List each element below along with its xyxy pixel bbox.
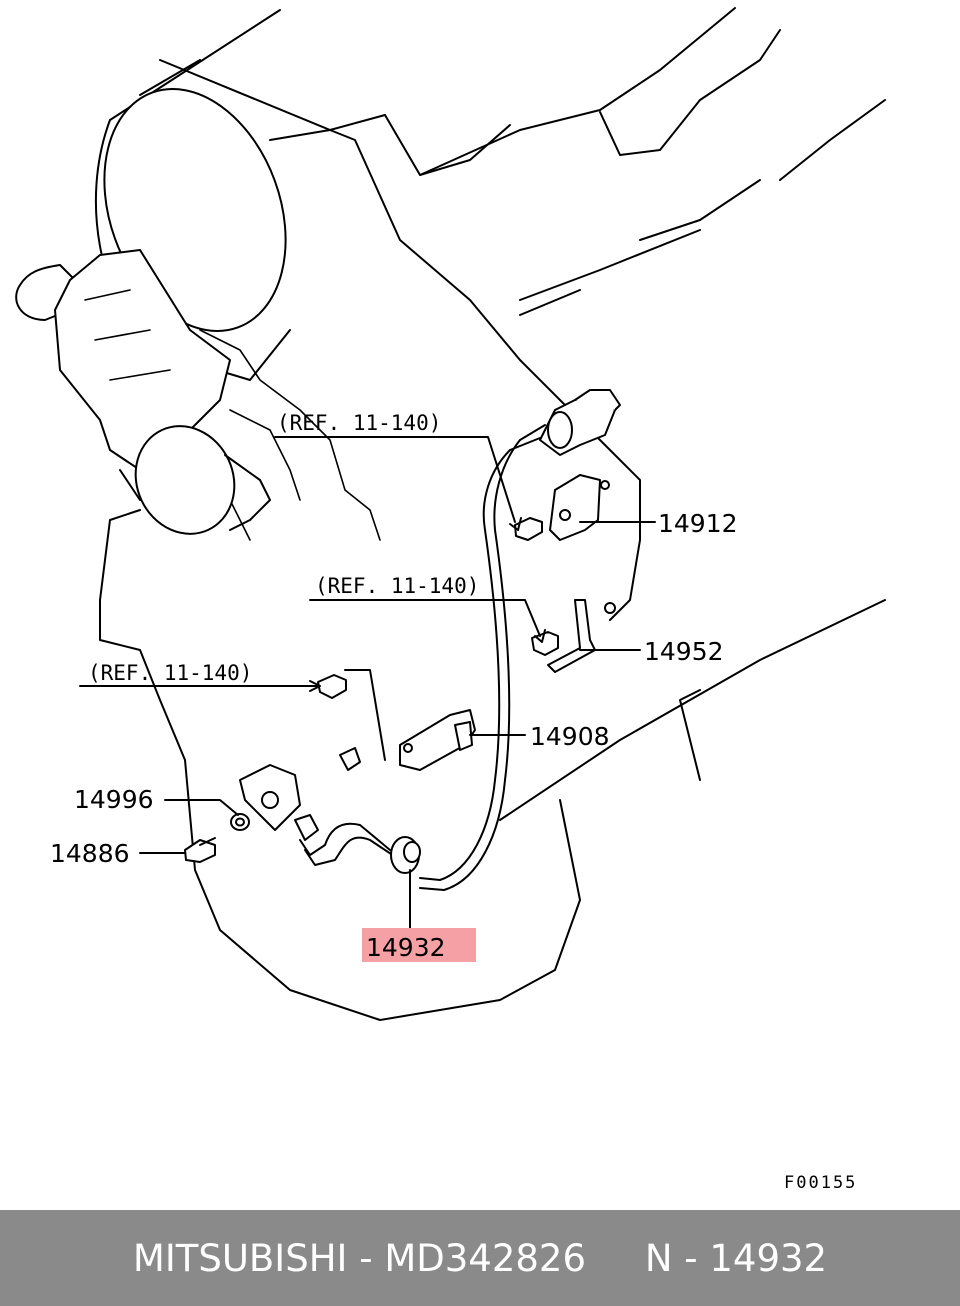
washer-14996	[230, 813, 250, 831]
figure-code: F00155	[784, 1173, 857, 1193]
part-label-14908[interactable]: 14908	[530, 722, 610, 751]
bolt-14886	[184, 837, 216, 863]
ref-label-3: (REF. 11-140)	[88, 661, 252, 685]
leader-lines	[79, 436, 656, 931]
parts-diagram: (REF. 11-140) (REF. 11-140) (REF. 11-140…	[15, 7, 886, 1193]
footer-part-number: MD342826	[384, 1236, 586, 1280]
connector-part	[539, 389, 621, 456]
water-pump	[15, 249, 271, 535]
ref-label-1: (REF. 11-140)	[277, 411, 441, 435]
crank-sensor	[239, 747, 421, 874]
part-label-14952[interactable]: 14952	[644, 637, 724, 666]
highlight-box	[362, 928, 476, 962]
bracket-14908	[317, 674, 476, 771]
footer-bar: MITSUBISHI - MD342826 N - 14932	[0, 1210, 960, 1306]
part-label-14912[interactable]: 14912	[658, 509, 738, 538]
footer-separator: -	[347, 1236, 385, 1280]
part-label-14996[interactable]: 14996	[74, 785, 154, 814]
footer-brand: MITSUBISHI	[132, 1236, 348, 1280]
harness	[299, 424, 546, 891]
bracket-14912	[549, 474, 610, 541]
part-label-14932[interactable]: 14932	[366, 933, 446, 962]
footer-gap	[586, 1237, 645, 1280]
part-label-14886[interactable]: 14886	[50, 839, 130, 868]
footer-ref: N - 14932	[644, 1236, 828, 1280]
ref-label-2: (REF. 11-140)	[315, 574, 479, 598]
bolt-ref-1	[514, 517, 543, 541]
